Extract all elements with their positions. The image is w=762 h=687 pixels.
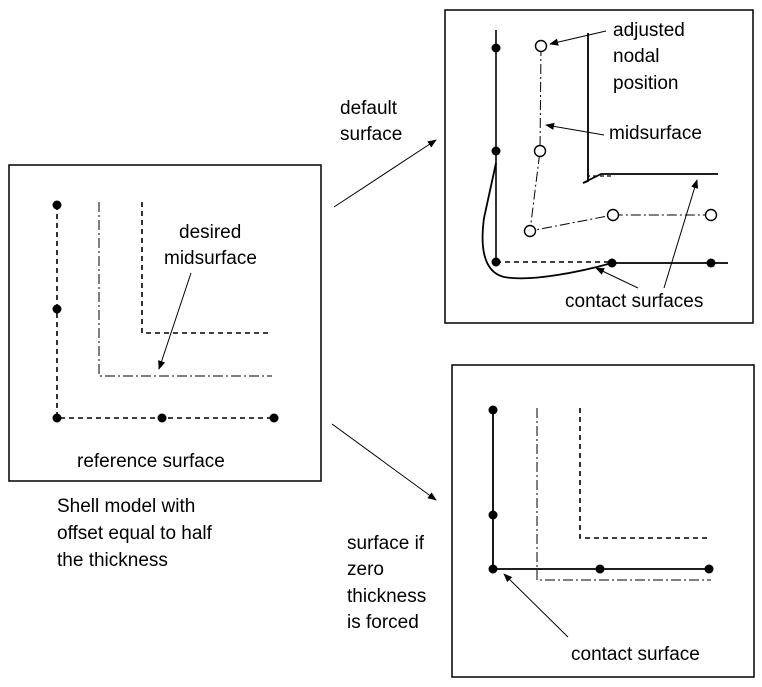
contact-surface-label: contact surface [571,644,700,665]
contact-surfaces-arrow [595,267,639,289]
zero-thickness-label: surface if [347,533,425,554]
adjusted-nodal-position-label: nodal [613,46,660,67]
adjusted-node [534,39,548,53]
node [491,43,501,53]
contact-surfaces-label: contact surfaces [565,291,703,312]
contact-surface-arrow [503,573,569,638]
node [607,258,617,268]
default-surface-label: default [340,98,398,119]
reference-surface-line [56,205,275,419]
adjusted-nodal-position-label: adjusted [613,20,685,41]
node [706,258,716,268]
desired-midsurface-label: midsurface [164,248,257,269]
zero-thickness-label: is forced [347,612,419,633]
node [157,413,167,423]
opposite-contact-surface [582,33,718,184]
adjusted-nodal-position-arrow [549,30,607,46]
contact-surfaces-arrow [663,179,699,289]
node [595,564,605,574]
adjusted-node [704,208,718,222]
adjusted-node [523,224,537,238]
node [488,510,498,520]
midsurface-line [536,408,711,581]
zero-thickness-label: thickness [347,586,426,607]
adjusted-node [533,144,547,158]
opposite-face-dashed [587,167,614,177]
adjusted-node [606,208,620,222]
desired-midsurface-arrow [158,272,192,370]
node [704,564,714,574]
offset-panel-frame [8,164,322,482]
node [491,257,501,267]
reference-surface-label: reference surface [77,451,225,472]
adjusted-nodal-position-label: position [613,73,679,94]
caption-line: the thickness [57,550,168,571]
node [491,146,501,156]
contact-surface-line [492,409,711,570]
offset-shell-panel: desired midsurface reference surface She… [8,164,322,571]
default-surface-label: surface [340,124,402,145]
opposite-face-line [141,202,272,334]
node [488,405,498,415]
default-panel-frame [444,9,754,324]
zero-thickness-panel-frame [451,364,755,678]
curved-contact-surface [481,162,613,280]
node [269,413,279,423]
caption-line: Shell model with [57,496,195,517]
node [52,200,62,210]
zero-thickness-panel: contact surface [451,364,755,678]
midsurface-arrow [545,122,605,136]
opposite-face-line [579,408,711,539]
caption-line: offset equal to half [57,523,213,544]
to-default-surface-arrow [333,139,437,208]
node [52,413,62,423]
default-surface-panel: adjusted nodal position midsurface conta… [444,9,754,324]
midsurface-label: midsurface [609,123,702,144]
to-zero-thickness-arrow [331,423,437,501]
desired-midsurface-line [98,202,272,377]
desired-midsurface-label: desired [179,222,241,243]
zero-thickness-label: zero [347,559,384,580]
node [488,564,498,574]
node [52,304,62,314]
